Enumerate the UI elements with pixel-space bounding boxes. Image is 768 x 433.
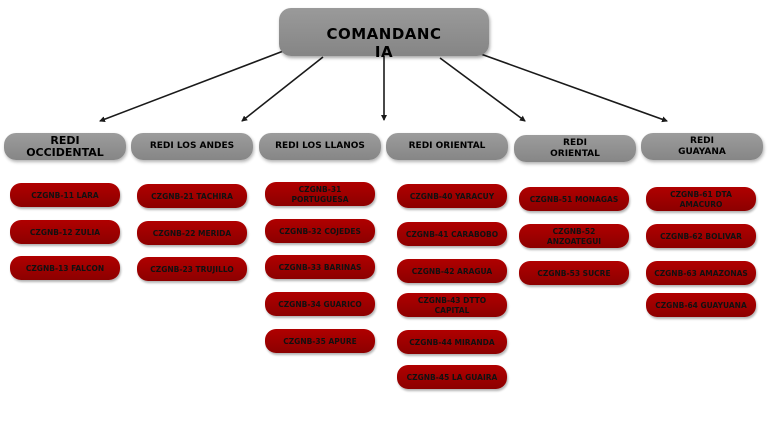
unit-node: CZGNB-61 DTA AMACURO [646, 187, 756, 211]
unit-label: CZGNB-21 TACHIRA [151, 192, 233, 201]
unit-label: CZGNB-52 ANZOATEGUI [546, 227, 602, 246]
unit-node: CZGNB-13 FALCON [10, 256, 120, 280]
unit-node: CZGNB-45 LA GUAIRA [397, 365, 507, 389]
unit-label: CZGNB-63 AMAZONAS [654, 269, 748, 278]
unit-node: CZGNB-43 DTTO CAPITAL [397, 293, 507, 317]
unit-label: CZGNB-64 GUAYUANA [655, 301, 747, 310]
unit-label: CZGNB-45 LA GUAIRA [406, 373, 498, 382]
unit-label: CZGNB-61 DTA AMACURO [670, 190, 732, 209]
unit-label: CZGNB-12 ZULIA [29, 228, 101, 237]
region-label: REDI ORIENTAL [408, 141, 486, 151]
unit-node: CZGNB-64 GUAYUANA [646, 293, 756, 317]
region-node-occidental: REDI OCCIDENTAL [4, 133, 126, 160]
region-label: REDI LOS ANDES [149, 141, 235, 151]
unit-label: CZGNB-23 TRUJILLO [150, 265, 234, 274]
region-node-oriental-a: REDI ORIENTAL [386, 133, 508, 160]
unit-label: CZGNB-22 MERIDA [152, 229, 232, 238]
unit-node: CZGNB-32 COJEDES [265, 219, 375, 243]
unit-node: CZGNB-12 ZULIA [10, 220, 120, 244]
region-label: REDI GUAYANA [678, 135, 726, 157]
unit-node: CZGNB-51 MONAGAS [519, 187, 629, 211]
unit-label: CZGNB-34 GUARICO [278, 300, 362, 309]
unit-node: CZGNB-33 BARINAS [265, 255, 375, 279]
region-node-los-andes: REDI LOS ANDES [131, 133, 253, 160]
region-label: REDI ORIENTAL [550, 137, 600, 159]
region-node-los-llanos: REDI LOS LLANOS [259, 133, 381, 160]
unit-label: CZGNB-62 BOLIVAR [660, 232, 742, 241]
unit-node: CZGNB-42 ARAGUA [397, 259, 507, 283]
unit-node: CZGNB-11 LARA [10, 183, 120, 207]
unit-label: CZGNB-13 FALCON [25, 264, 105, 273]
region-label: REDI LOS LLANOS [275, 141, 365, 151]
unit-label: CZGNB-42 ARAGUA [411, 267, 493, 276]
root-node-comandancia: COMANDANCIA [279, 8, 489, 61]
connector-arrow [99, 49, 287, 123]
unit-node: CZGNB-52 ANZOATEGUI [519, 224, 629, 248]
unit-label: CZGNB-51 MONAGAS [529, 195, 619, 204]
unit-label: CZGNB-53 SUCRE [537, 269, 611, 278]
unit-node: CZGNB-23 TRUJILLO [137, 257, 247, 281]
unit-label: CZGNB-43 DTTO CAPITAL [417, 296, 487, 315]
unit-label: CZGNB-32 COJEDES [279, 227, 361, 236]
connector-arrow [439, 57, 526, 122]
unit-node: CZGNB-62 BOLIVAR [646, 224, 756, 248]
unit-node: CZGNB-63 AMAZONAS [646, 261, 756, 285]
region-node-oriental-b: REDI ORIENTAL [514, 135, 636, 162]
unit-label: CZGNB-40 YARACUY [409, 192, 495, 201]
unit-node: CZGNB-35 APURE [265, 329, 375, 353]
unit-label: CZGNB-44 MIRANDA [409, 338, 495, 347]
unit-node: CZGNB-22 MERIDA [137, 221, 247, 245]
unit-node: CZGNB-34 GUARICO [265, 292, 375, 316]
unit-node: CZGNB-31 PORTUGUESA [265, 182, 375, 206]
unit-node: CZGNB-21 TACHIRA [137, 184, 247, 208]
unit-label: CZGNB-35 APURE [283, 337, 357, 346]
unit-node: CZGNB-41 CARABOBO [397, 222, 507, 246]
unit-label: CZGNB-41 CARABOBO [405, 230, 499, 239]
unit-node: CZGNB-40 YARACUY [397, 184, 507, 208]
region-label: REDI OCCIDENTAL [26, 133, 104, 159]
unit-label: CZGNB-31 PORTUGUESA [291, 185, 349, 204]
unit-node: CZGNB-53 SUCRE [519, 261, 629, 285]
unit-node: CZGNB-44 MIRANDA [397, 330, 507, 354]
connector-arrow [477, 52, 668, 123]
connector-arrow [241, 56, 324, 122]
root-label: COMANDANCIA [326, 25, 442, 61]
region-node-guayana: REDI GUAYANA [641, 133, 763, 160]
unit-label: CZGNB-11 LARA [31, 191, 99, 200]
unit-label: CZGNB-33 BARINAS [278, 263, 362, 272]
